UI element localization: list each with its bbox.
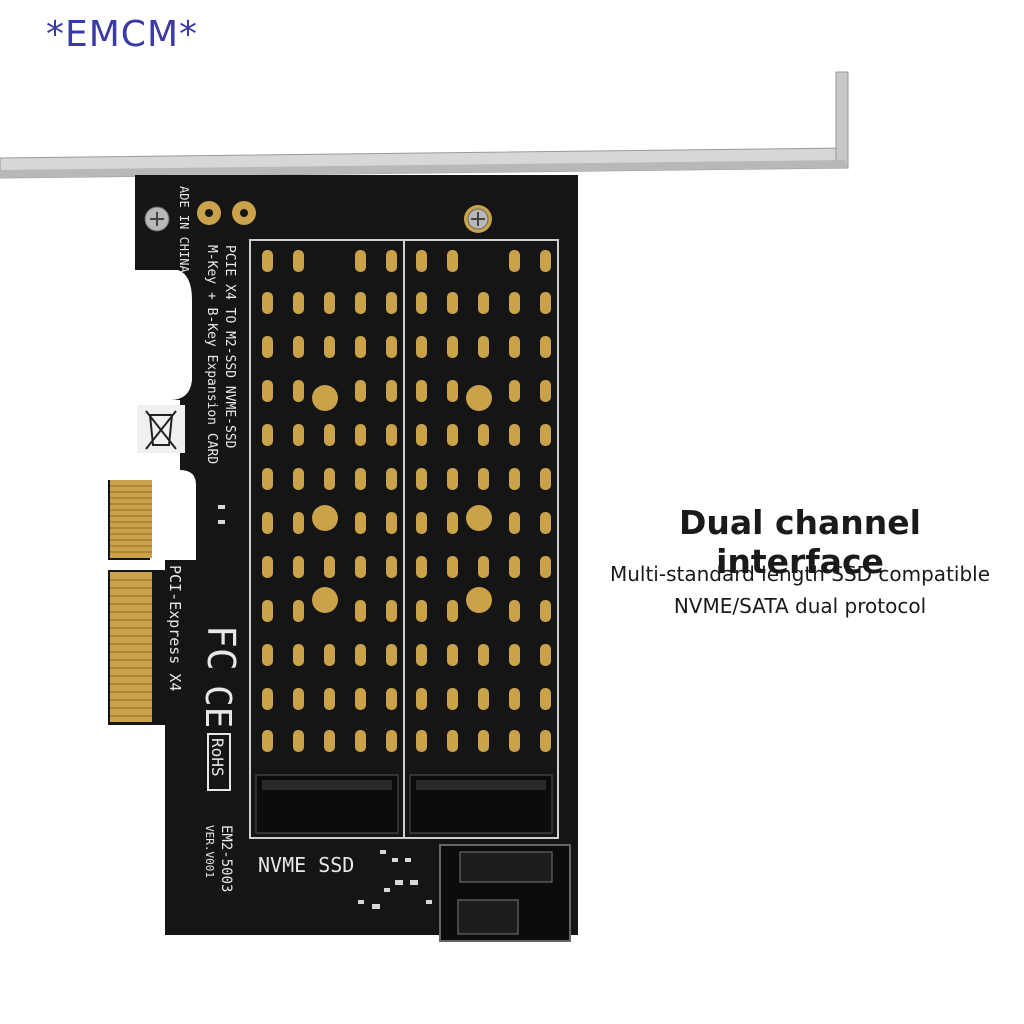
caption-line-1: Multi-standard length SSD compatible <box>609 562 991 586</box>
ce-mark: CE <box>197 685 238 728</box>
caption-line-2: NVME/SATA dual protocol <box>673 594 927 618</box>
weee-bin-icon <box>137 405 185 453</box>
nvme-ssd-label: NVME SSD <box>258 853 354 877</box>
smd-components <box>218 505 432 909</box>
sata-connector <box>439 844 571 942</box>
fc-mark: FC <box>199 625 243 671</box>
m2-slot-area <box>249 239 559 839</box>
caption-title: Dual channel interface <box>679 503 921 581</box>
version-text: VER.V001 <box>203 825 216 878</box>
m2-connectors <box>255 774 553 834</box>
model-desc-1: PCIE X4 TO M2-SSD NVME-SSD <box>222 245 237 449</box>
metal-bracket <box>0 71 849 179</box>
made-in-text: ADE IN CHINA <box>177 186 191 273</box>
watermark-text: *EMCM* <box>46 14 199 55</box>
model-desc-2: M-Key + B-Key Expansion CARD <box>204 245 219 464</box>
model-number: EM2-5003 <box>218 825 234 892</box>
rohs-mark: RoHS <box>208 738 227 777</box>
pcie-gold-fingers <box>110 480 152 722</box>
bus-label: PCI-Express X4 <box>166 565 184 691</box>
